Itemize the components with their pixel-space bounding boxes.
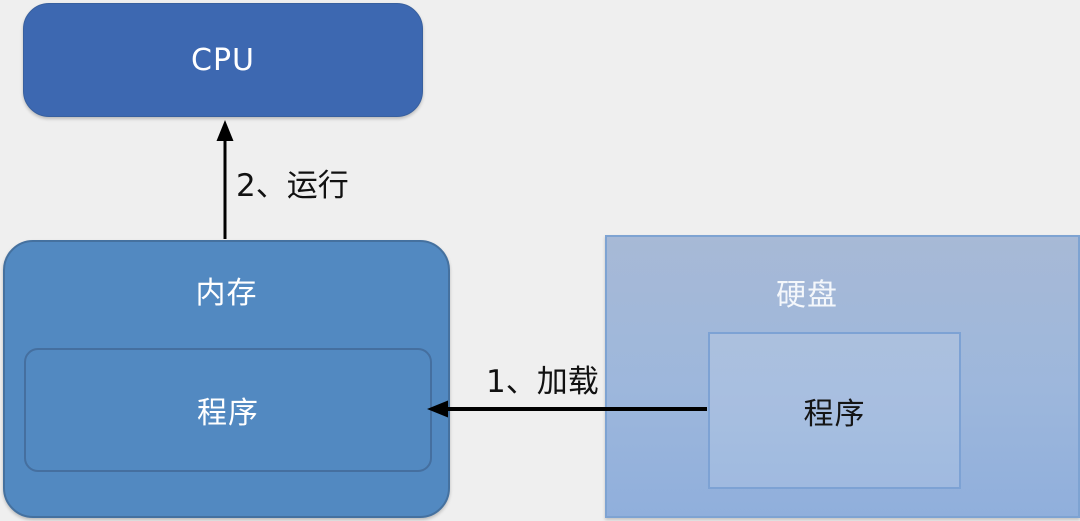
memory-program-label: 程序 <box>197 396 259 431</box>
run-arrow <box>216 120 234 239</box>
disk-program-node: 程序 <box>708 332 961 489</box>
disk-label: 硬盘 <box>776 278 838 313</box>
cpu-node: CPU <box>23 3 423 117</box>
cpu-label: CPU <box>191 42 255 78</box>
memory-node: 内存 程序 <box>3 240 450 518</box>
disk-program-label: 程序 <box>803 396 866 432</box>
load-edge-label: 1、加载 <box>486 364 599 400</box>
memory-program-node: 程序 <box>24 348 432 472</box>
memory-label: 内存 <box>195 276 258 311</box>
run-edge-label: 2、运行 <box>236 168 349 204</box>
disk-node: 硬盘 程序 <box>605 235 1080 518</box>
